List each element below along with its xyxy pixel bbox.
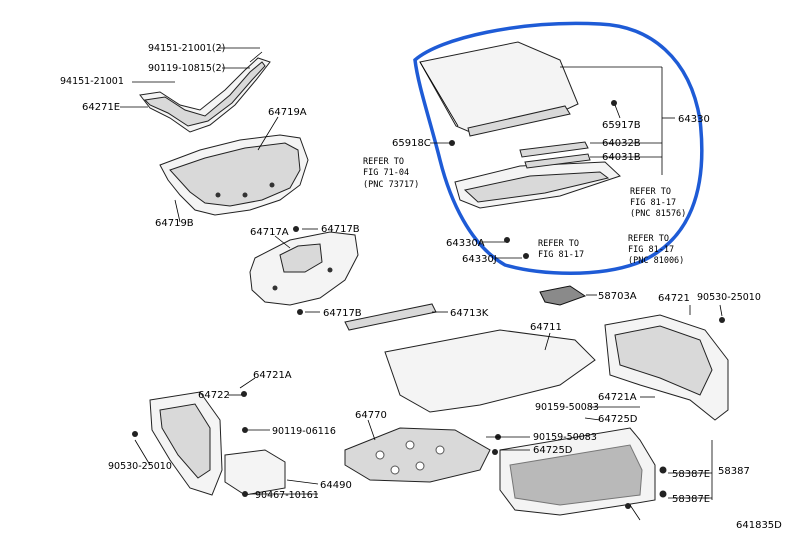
reference-note-fig-81-17: REFER TO FIG 81-17	[538, 239, 584, 260]
svg-text:(PNC 81006): (PNC 81006)	[628, 256, 684, 266]
reference-note-pnc-73717: REFER TO FIG 71-04 (PNC 73717)	[363, 157, 419, 190]
callout-64711: 64711	[530, 322, 562, 333]
svg-text:REFER TO: REFER TO	[538, 239, 579, 249]
svg-text:REFER TO: REFER TO	[628, 234, 669, 244]
callout-64031B: 64031B	[602, 152, 641, 163]
reference-note-pnc-81576: REFER TO FIG 81-17 (PNC 81576)	[630, 187, 686, 219]
trunk-lid-trim-64719A	[159, 134, 309, 216]
svg-text:FIG 81-17: FIG 81-17	[630, 198, 676, 208]
callout-64032B: 64032B	[602, 138, 641, 149]
deck-board-64770	[344, 427, 491, 483]
callout-58387E-b: 58387E	[672, 494, 710, 505]
callout-64721A-left: 64721A	[253, 370, 292, 381]
callout-64725D-b: 64725D	[533, 445, 573, 456]
tray-64490	[224, 427, 286, 497]
reference-notes: REFER TO FIG 71-04 (PNC 73717) REFER TO …	[363, 157, 686, 266]
tonneau-cover-assembly	[419, 41, 621, 259]
rear-panel-trim-64717A	[249, 231, 359, 306]
callout-64330: 64330	[678, 114, 710, 125]
callout-64721A-right: 64721A	[598, 392, 637, 403]
svg-text:FIG 81-17: FIG 81-17	[538, 250, 584, 260]
callout-90119-10815-2: 90119-10815(2)	[148, 63, 225, 74]
side-trim-64721	[604, 314, 729, 421]
bracket-58703A	[539, 285, 587, 306]
callout-64330J: 64330J	[462, 254, 497, 265]
callout-58703A: 58703A	[598, 291, 637, 302]
callout-90467-10161: 90467-10161	[255, 490, 319, 501]
svg-text:(PNC 73717): (PNC 73717)	[363, 180, 419, 190]
floor-mat-64711	[384, 329, 596, 413]
callout-64725D-a: 64725D	[598, 414, 638, 425]
callout-64722: 64722	[198, 390, 230, 401]
callout-90159-50083-b: 90159-50083	[533, 432, 597, 443]
leader-lines	[120, 47, 723, 521]
callout-64490: 64490	[320, 480, 352, 491]
clip-64717B	[293, 226, 303, 315]
svg-text:(PNC 81576): (PNC 81576)	[630, 209, 686, 219]
callout-labels: 94151-21001(2) 90119-10815(2) 94151-2100…	[60, 43, 761, 505]
callout-64719B: 64719B	[155, 218, 194, 229]
callout-64330A: 64330A	[446, 238, 485, 249]
reference-note-pnc-81006: REFER TO FIG 81-17 (PNC 81006)	[628, 234, 684, 266]
callout-94151-21001-2: 94151-21001(2)	[148, 43, 225, 54]
diagram-code: 641835D	[736, 520, 782, 531]
side-trim-64722	[132, 391, 247, 496]
svg-text:REFER TO: REFER TO	[630, 187, 671, 197]
callout-90530-25010-left: 90530-25010	[108, 461, 172, 472]
callout-64719A: 64719A	[268, 107, 307, 118]
svg-text:FIG 71-04: FIG 71-04	[363, 168, 409, 178]
callout-94151-21001: 94151-21001	[60, 76, 124, 87]
callout-64271E: 64271E	[82, 102, 120, 113]
highlight-outline	[413, 21, 704, 275]
callout-65918C: 65918C	[392, 138, 431, 149]
callout-64721: 64721	[658, 293, 690, 304]
svg-text:REFER TO: REFER TO	[363, 157, 404, 167]
callout-58387E-a: 58387E	[672, 469, 710, 480]
callout-90159-50083-a: 90159-50083	[535, 402, 599, 413]
callout-65917B: 65917B	[602, 120, 641, 131]
callout-90530-25010-right: 90530-25010	[697, 292, 761, 303]
svg-text:FIG 81-17: FIG 81-17	[628, 245, 674, 255]
callout-64717B-top: 64717B	[321, 224, 360, 235]
callout-90119-06116: 90119-06116	[272, 426, 336, 437]
callout-64770: 64770	[355, 410, 387, 421]
callout-64713K: 64713K	[450, 308, 489, 319]
callout-64717A: 64717A	[250, 227, 289, 238]
callout-58387: 58387	[718, 466, 750, 477]
sill-plate-58387	[492, 427, 667, 516]
callout-64717B-bottom: 64717B	[323, 308, 362, 319]
luggage-hinge-part	[139, 51, 271, 133]
